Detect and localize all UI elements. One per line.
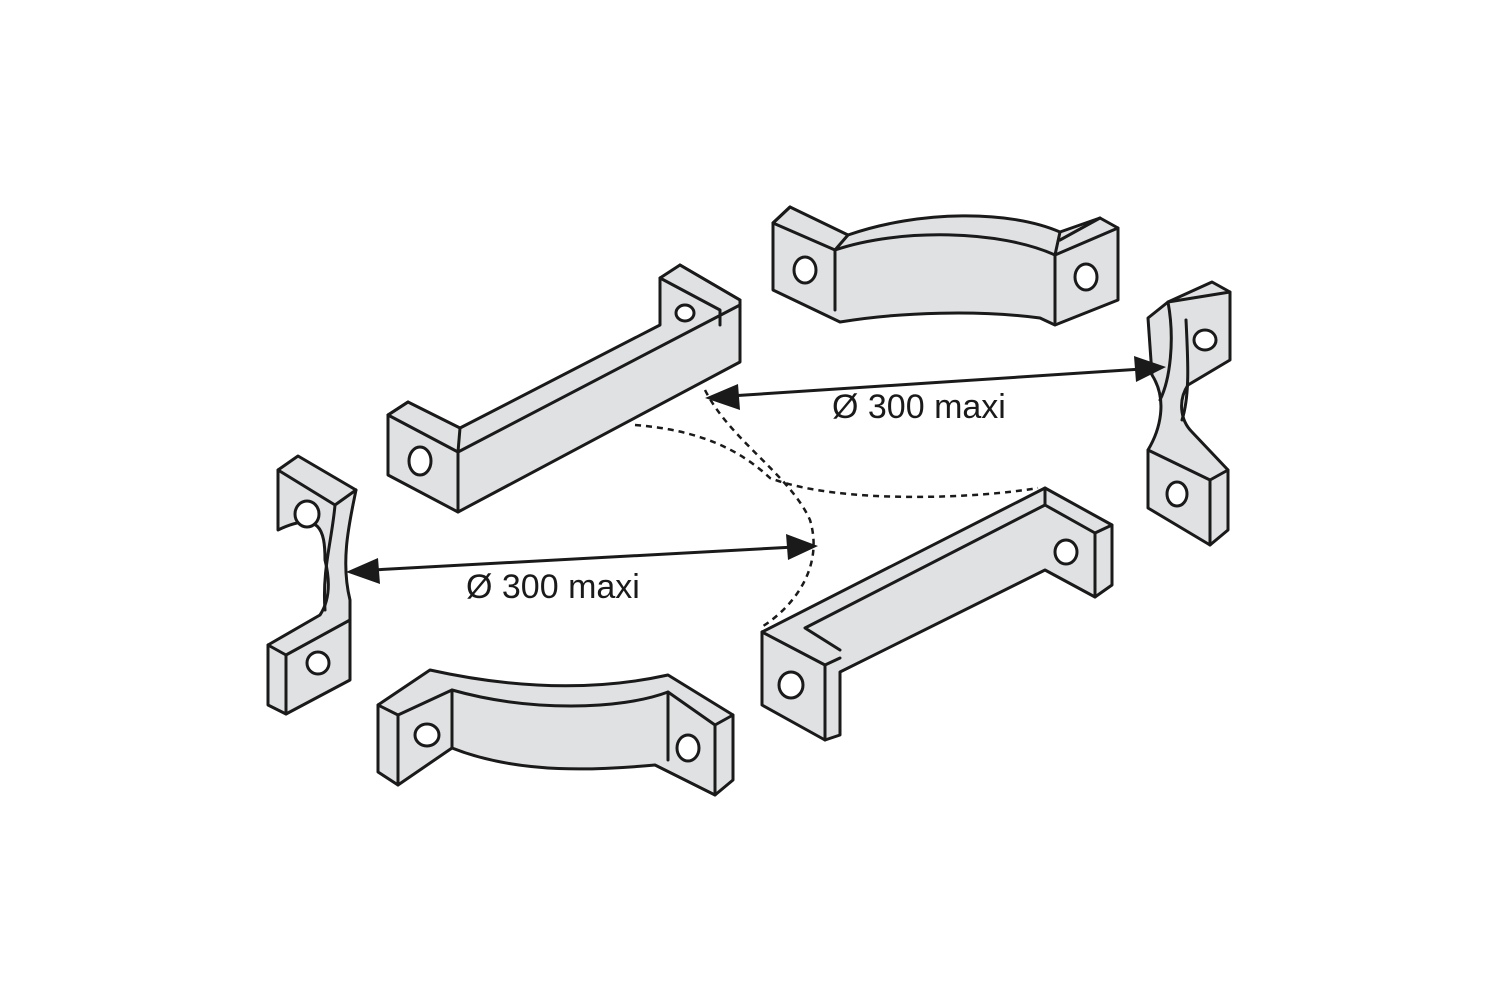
pipe-outline-dashed — [634, 389, 1039, 630]
u-channel-clamp-upper-left — [386, 263, 742, 514]
s-bracket-right — [1146, 280, 1232, 547]
curved-saddle-bracket-bottom — [376, 668, 735, 797]
arrowhead-left-upper — [705, 384, 740, 410]
diameter-dimension-upper — [705, 356, 1166, 410]
diameter-dimension-lower — [346, 534, 818, 584]
upper-diameter-label: Ø 300 maxi — [832, 388, 1006, 426]
arrowhead-right-lower — [786, 534, 818, 560]
lower-diameter-label: Ø 300 maxi — [466, 568, 640, 606]
s-bracket-left — [266, 454, 358, 716]
arrowhead-left-lower — [346, 558, 380, 584]
curved-saddle-bracket-top — [771, 205, 1120, 327]
u-channel-clamp-lower-right — [760, 486, 1114, 742]
arrowhead-right-upper — [1134, 356, 1166, 382]
